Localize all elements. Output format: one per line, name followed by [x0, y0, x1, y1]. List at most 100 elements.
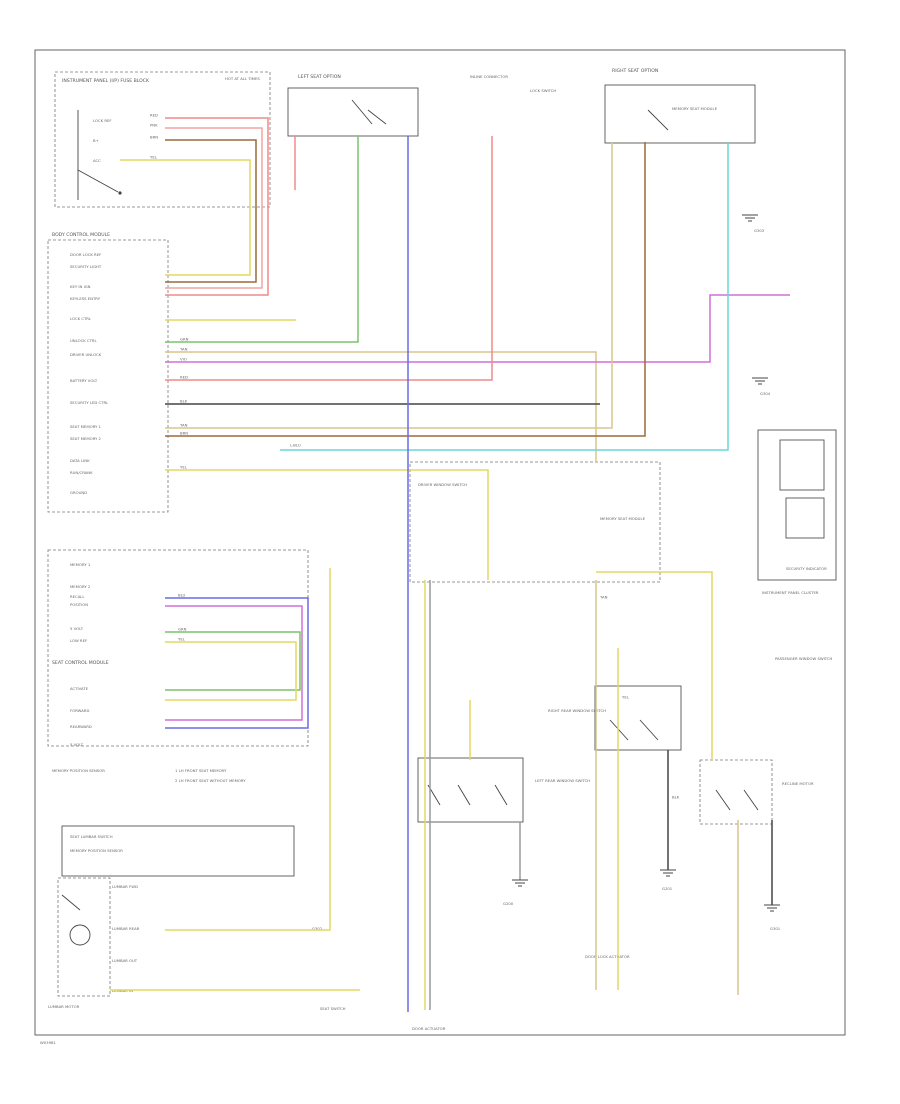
wire-tag: VIO [180, 357, 187, 362]
seat-module-pin-1: MEMORY 1 [70, 562, 91, 567]
wire-tag: RED [180, 375, 188, 380]
driver-window-switch: DRIVER WINDOW SWITCH MEMORY SEAT MODULE [409, 461, 661, 583]
wire-tag: RED [150, 113, 158, 118]
seat-lumbar-switch: SEAT LUMBAR SWITCH MEMORY POSITION SENSO… [61, 825, 295, 877]
scm-label: SEAT CONTROL MODULE [52, 660, 109, 666]
bcm-pin-14: GROUND [70, 490, 87, 495]
left-seat-option-label: LEFT SEAT OPTION [298, 74, 341, 80]
ground-5: G303 [754, 228, 765, 233]
wire-tag: TAN [599, 595, 608, 600]
wire-tag: L-BLU [290, 443, 301, 448]
wire-yellow-pass [596, 571, 713, 760]
seat-module-pin-3: RECALL [70, 594, 85, 599]
ground-6: G304 [760, 391, 771, 396]
wire-yellow-run [165, 469, 489, 580]
seat-module-pin-5: 5 VOLT [70, 626, 84, 631]
ground-symbol [742, 214, 758, 222]
wire-green-lock [165, 136, 359, 343]
lock-switch-label: LOCK SWITCH [530, 88, 556, 93]
wire-green-scm [165, 631, 301, 691]
scm-pin-2: FORWARD [70, 708, 89, 713]
left-rear-window-switch: LEFT REAR WINDOW SWITCH [417, 757, 590, 823]
ipc-label: INSTRUMENT PANEL CLUSTER [762, 590, 819, 595]
inline-connector-label: INLINE CONNECTOR [470, 74, 508, 79]
seat-module-pin-2: MEMORY 2 [70, 584, 91, 589]
memory-position-sensor-label: MEMORY POSITION SENSOR [70, 848, 123, 853]
bcm-pin-8: BATTERY VOLT [70, 378, 98, 383]
bcm-pin-4: KEYLESS ENTRY [70, 296, 101, 301]
bcm-pin-3: KEY IN IGN [70, 284, 91, 289]
memory-seat-module-label: MEMORY SEAT MODULE [672, 106, 718, 111]
passenger-window-switch-label: PASSENGER WINDOW SWITCH [775, 656, 833, 661]
hot-at-all-times-label: HOT AT ALL TIMES [225, 76, 260, 81]
bcm-pin-5: LOCK CTRL [70, 316, 92, 321]
lumbar-pin-2: LUMBAR REAR [112, 926, 140, 931]
wire-tag: PNK [150, 123, 158, 128]
ground-symbols-layer [512, 214, 780, 912]
wire-tag: BRN [180, 431, 188, 436]
wire-blue-scm [165, 597, 309, 729]
right-seat-option-switch: RIGHT SEAT OPTION MEMORY SEAT MODULE [604, 68, 756, 144]
wire-brown-mem2 [165, 142, 646, 437]
lumbar-pin-3: LUMBAR OUT [112, 958, 138, 963]
wire-brown-fuse [165, 139, 257, 283]
bcm-pin-1: DOOR LOCK REF [70, 252, 101, 257]
wire-pink-fuse [165, 127, 263, 289]
lr-window-switch-label: LEFT REAR WINDOW SWITCH [535, 778, 590, 783]
fuse-pin-3: ACC [93, 158, 101, 163]
ground-1: G200 [503, 901, 514, 906]
security-indicator-label: SECURITY INDICATOR [786, 566, 827, 571]
wire-tag: BLU [178, 593, 186, 598]
scm-pin-4: 5 VOLT [70, 742, 84, 747]
wire-violet-scm [165, 605, 303, 721]
wire-tag: YEL [622, 695, 630, 700]
seat-switch-label: SEAT SWITCH [320, 1006, 346, 1011]
fuse-pin-1: LOCK REF [93, 118, 112, 123]
wire-tag: YEL [178, 637, 186, 642]
wire-yellow-fuse [120, 159, 251, 276]
wire-yellow-scm [165, 568, 331, 931]
wire-tag: BLK [180, 399, 188, 404]
memory-seat-module-left: MEMORY 1 MEMORY 2 RECALL POSITION 5 VOLT… [47, 549, 309, 747]
seat-module-pin-4: POSITION [70, 602, 88, 607]
wire-yellow-scm2 [165, 641, 297, 701]
left-seat-option-switch: LEFT SEAT OPTION [287, 74, 419, 137]
wire-tag: YEL [150, 155, 158, 160]
recline-motor-label: RECLINE MOTOR [782, 781, 814, 786]
wire-tag: BRN [150, 135, 158, 140]
wire-red-batt [165, 136, 493, 381]
passenger-window-switch: PASSENGER WINDOW SWITCH RECLINE MOTOR [699, 656, 833, 825]
lumbar-motor-label: LUMBAR MOTOR [48, 1004, 80, 1009]
fuse-pin-2: B+ [93, 138, 99, 143]
wire-tag: TAN [179, 347, 188, 352]
ground-symbol [752, 377, 768, 385]
bcm-pin-12: DATA LINK [70, 458, 90, 463]
driver-window-switch-label: DRIVER WINDOW SWITCH [418, 482, 467, 487]
figure-code: W03981 [40, 1040, 56, 1045]
bcm-pin-7: DRIVER UNLOCK [70, 352, 102, 357]
ground-symbol [512, 879, 528, 887]
note-memory-position: MEMORY POSITION SENSOR [52, 768, 105, 773]
right-rear-window-switch: RIGHT REAR WINDOW SWITCH [548, 685, 682, 751]
wire-tan-mem1 [165, 142, 613, 429]
wire-violet-unlock [165, 294, 790, 363]
instrument-panel-fuse-block: INSTRUMENT PANEL (I/P) FUSE BLOCK HOT AT… [54, 71, 271, 208]
memory-seat-module-center-label: MEMORY SEAT MODULE [600, 516, 646, 521]
bcm-pin-2: SECURITY LIGHT [70, 264, 102, 269]
wire-tag: TAN [179, 423, 188, 428]
wire-tag: BLK [672, 795, 680, 800]
lumbar-switch-label: SEAT LUMBAR SWITCH [70, 834, 113, 839]
wire-red-fuse [165, 117, 269, 296]
lumbar-pin-1: LUMBAR FWD [112, 884, 138, 889]
bcm-pin-10: SEAT MEMORY 1 [70, 424, 101, 429]
wire-tags-layer: REDPNKBRNYELGRNTANVIOREDBLKTANBRNL-BLUYE… [150, 113, 680, 800]
bcm-label: BODY CONTROL MODULE [52, 232, 110, 238]
seat-module-pin-6: LOW REF [70, 638, 87, 643]
ground-symbol [764, 904, 780, 912]
wire-tag: YEL [180, 465, 188, 470]
scm-pin-3: REARWARD [70, 724, 92, 729]
note-1: 1 LH FRONT SEAT MEMORY [175, 768, 227, 773]
diagram-frame [34, 49, 846, 1036]
